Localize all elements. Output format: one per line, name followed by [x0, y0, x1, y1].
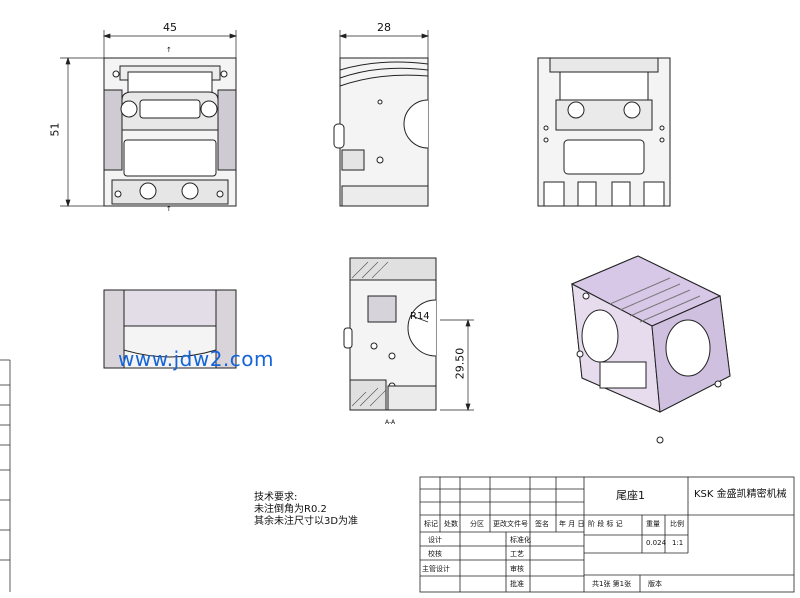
header-signature: 签名 — [535, 520, 549, 528]
header-date: 年 月 日 — [559, 520, 585, 528]
weight-header: 重量 — [646, 520, 660, 528]
stage-header: 阶 段 标 记 — [588, 520, 623, 528]
header-mark: 标记 — [424, 520, 438, 528]
dim-height-51: 51 — [48, 122, 62, 137]
section-hatch — [351, 261, 389, 407]
sheet-info: 共1张 第1张 — [592, 580, 632, 588]
version-label: 版本 — [648, 580, 662, 588]
section-view-dims — [411, 315, 474, 412]
left-margin-boxes — [0, 359, 11, 592]
scale-value: 1:1 — [672, 539, 684, 547]
part-name: 尾座1 — [616, 489, 645, 502]
header-count: 处数 — [444, 520, 458, 528]
front-view — [103, 57, 237, 207]
row-process: 工艺 — [510, 550, 524, 558]
dim-width-45: 45 — [163, 21, 177, 34]
side-view-dims — [338, 30, 430, 58]
front-view-dims — [60, 30, 238, 208]
row-review: 审核 — [510, 565, 524, 573]
company-name: KSK 金盛凯精密机械 — [694, 489, 787, 500]
technical-notes: 技术要求: 未注倒角为R0.2 其余未注尺寸以3D为准 — [254, 492, 358, 528]
row-chief-design: 主管设计 — [422, 565, 450, 573]
dim-width-28: 28 — [377, 21, 391, 34]
dim-height-2950: 29.50 — [453, 347, 467, 380]
notes-line-2: 未注倒角为R0.2 — [254, 504, 327, 515]
header-zone: 分区 — [470, 520, 484, 528]
side-view — [333, 57, 429, 207]
section-view — [343, 257, 437, 411]
dim-radius-r14: R14 — [410, 311, 430, 322]
section-label: A-A — [385, 419, 396, 426]
weight-value: 0.024 — [646, 539, 667, 547]
row-standardization: 标准化 — [510, 536, 531, 544]
bottom-view — [103, 289, 237, 369]
back-view — [537, 57, 671, 207]
header-change-doc: 更改文件号 — [493, 520, 528, 528]
row-design: 设计 — [428, 536, 442, 544]
notes-line-3: 其余未注尺寸以3D为准 — [254, 516, 359, 527]
watermark: www.jdw2.com — [118, 347, 274, 371]
scale-header: 比例 — [670, 520, 684, 528]
notes-line-1: 技术要求: — [254, 492, 298, 503]
title-block-lines — [419, 476, 795, 593]
row-check: 校核 — [428, 550, 442, 558]
iso-view — [570, 255, 731, 444]
section-marker-top: ↑ — [166, 46, 172, 54]
row-approve: 批准 — [510, 580, 524, 588]
section-marker-bottom: ↑ — [166, 205, 172, 213]
